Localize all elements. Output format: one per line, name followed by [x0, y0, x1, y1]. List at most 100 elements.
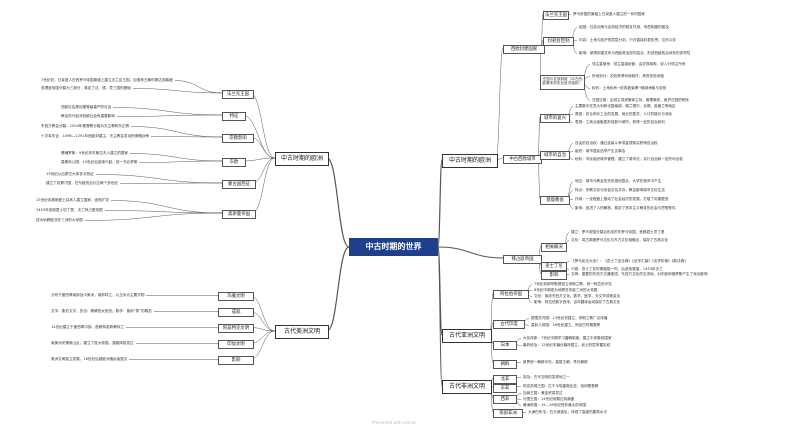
connector-line — [326, 246, 350, 332]
leaf-text[interactable]: 南美洲安第斯山区，建立了庞大帝国，道路网络发达 — [50, 341, 135, 346]
branch-ancient-africa[interactable]: 古代非洲文明 — [442, 380, 492, 394]
leaf-text[interactable]: 马里王国：14世纪前期达到鼎盛 — [522, 397, 576, 402]
leaf-text[interactable]: 阿克苏姆王国：位于今埃塞俄比亚，信仰基督教 — [522, 384, 600, 389]
node-byzantine[interactable]: 拜占庭帝国 — [503, 255, 542, 264]
leaf-text[interactable]: 文化：将古希腊罗马文化与东方文化相融合，保存了古典文化 — [570, 238, 670, 243]
node-west-feudal-states[interactable]: 西欧封建国家 — [503, 45, 545, 54]
leaf-text[interactable]: 建立：罗马帝国分裂后形成的东罗马帝国，首都君士坦丁堡 — [570, 230, 666, 235]
leaf-text[interactable]: 大化改新：7世纪中期学习唐朝制度，建立中央集权国家 — [522, 336, 613, 341]
leaf-text[interactable]: 十字军东征：1096—1291年西欧封建主、天主教会发动的侵略战争 — [40, 134, 151, 139]
leaf-text[interactable]: 自由的自治权：通过武装斗争或金钱赎买获得自治权 — [574, 141, 659, 146]
node-western-cities[interactable]: 中古西欧城市 — [503, 155, 542, 164]
node-religion[interactable]: 宗教影响 — [222, 134, 254, 143]
leaf-text[interactable]: 桑海帝国：15—16世纪西非最大的帝国 — [522, 403, 588, 408]
leaf-text[interactable]: 份地划分：农奴获得份地耕作，承担劳役地租 — [591, 74, 665, 79]
leaf-text[interactable]: 权利：土地私有→农奴被束缚→缴纳地租与劳役 — [591, 86, 668, 91]
node-america-item[interactable]: 印加文明 — [218, 340, 254, 349]
node-japan[interactable]: 日本 — [493, 341, 517, 350]
branch-medieval-europe-left[interactable]: 中古时期的欧洲 — [275, 152, 329, 166]
node-manor-serfdom[interactable]: 庄园与农奴制度（中古西欧基本的农业经济组织） — [540, 75, 585, 90]
branch-ancient-america[interactable]: 古代美洲文明 — [275, 325, 329, 339]
leaf-text[interactable]: 罗马帝国的废墟上日耳曼人建立的一系列国家 — [572, 12, 646, 17]
leaf-text[interactable]: 美洲文明独立发展，16世纪后被欧洲殖民者毁灭 — [50, 357, 129, 362]
leaf-text[interactable]: 影响：使得封建关系与西欧政治密切结合，形成西欧政治体系的多样性 — [578, 51, 692, 56]
leaf-text[interactable]: 1453年攻陷君士坦丁堡，灭亡拜占庭帝国 — [35, 208, 104, 213]
node-america-item[interactable]: 成就 — [218, 308, 254, 317]
leaf-text[interactable]: 查理曼帝国分裂为三部分，奠定了法、德、意三国的基础 — [40, 86, 132, 91]
node-feature[interactable]: 特征 — [222, 112, 246, 121]
node-india[interactable]: 古代印度 — [493, 320, 525, 329]
node-ottoman[interactable]: 奥斯曼帝国 — [222, 210, 256, 219]
node-autonomy[interactable]: 城市的自治 — [540, 151, 570, 160]
node-south-africa[interactable]: 南部非洲 — [493, 409, 523, 418]
leaf-text[interactable]: 权利：市民组织城市管理，建立了城市法，实行自治和一定的司法权 — [574, 157, 684, 162]
leaf-text[interactable]: 特点：宗教文化与世俗文化并存，教会影响城市文化生活 — [574, 188, 666, 193]
leaf-text[interactable]: 7世纪初穆罕默德创立伊斯兰教，统一阿拉伯半岛 — [533, 282, 613, 287]
leaf-text[interactable]: 8世纪中期成为地跨亚非欧三洲的大帝国 — [533, 288, 599, 293]
node-north-africa[interactable]: 北非 — [493, 375, 517, 384]
node-mongol[interactable]: 蒙古国西征 — [222, 180, 256, 189]
center-topic[interactable]: 中古时期的世界 — [349, 238, 438, 256]
node-america-item[interactable]: 阿兹特克文明 — [218, 324, 254, 333]
connector-line — [326, 157, 350, 248]
node-korea[interactable]: 朝鲜 — [493, 360, 517, 369]
node-town-revival[interactable]: 城市的复兴 — [540, 114, 570, 123]
leaf-text[interactable]: 东西方教会分裂：1054年基督教分裂为天主教和东正教 — [40, 124, 131, 129]
leaf-text[interactable]: 德里苏丹国：13世纪初建立，伊斯兰教广泛传播 — [530, 316, 609, 321]
leaf-text[interactable]: 7世纪初，日耳曼人在西罗马帝国废墟上建立法兰克王国，加洛林王朝时期达到鼎盛 — [40, 78, 174, 83]
leaf-text[interactable]: 大津巴布韦：石头城遗址，体现了高度的建筑水平 — [527, 410, 609, 415]
leaf-text[interactable]: 文化：吸收东西方文化，数学、医学、天文学成就突出 — [533, 294, 622, 299]
node-east-europe[interactable]: 东欧 — [222, 158, 246, 167]
leaf-text[interactable]: 庄园法庭：由领主或其管家主持，管理事务，维护庄园的秩序 — [591, 98, 691, 103]
leaf-text[interactable]: 主要集中在意大利和法国南部、佛兰德尔、北德、英格兰等地区 — [574, 104, 677, 109]
leaf-text[interactable]: 13世纪以后蒙古大军多次西征 — [45, 172, 95, 177]
leaf-text[interactable]: 教会的兴起对西欧社会有重要影响 — [60, 114, 116, 119]
leaf-text[interactable]: 《罗马民法大全》：《查士丁尼法典》《法学汇纂》《法学阶梯》《新法典》 — [570, 259, 689, 264]
leaf-text[interactable]: 领主直营地：领主直接经营，由农奴耕种，收入归领主所有 — [591, 62, 687, 67]
leaf-text[interactable]: 起因：社会动荡与自然经济的相互作用、采邑制度的普及 — [578, 25, 670, 30]
connector-line — [241, 114, 276, 159]
leaf-text[interactable]: 加纳王国：黄金贸易发达 — [522, 391, 564, 396]
leaf-text[interactable]: 分布于墨西哥南部及中美洲，城邦林立，以玉米为主要作物 — [50, 293, 146, 298]
node-america-item[interactable]: 影响 — [218, 356, 254, 365]
leaf-text[interactable]: 兴衰：查士丁尼时期盛极一时，后逐渐衰落，1453年灭亡 — [570, 267, 664, 272]
node-arab[interactable]: 阿拉伯帝国 — [493, 290, 529, 299]
leaf-text[interactable]: 内容：土地与庇护的层层分封，只对直接封君负责，互尽义务 — [578, 38, 678, 43]
leaf-text[interactable]: 基辅罗斯：9世纪末东斯拉夫人建立的国家 — [60, 151, 129, 156]
leaf-text[interactable]: 原因：农业和手工业的发展、商业的复苏、人口的增长与流动 — [574, 112, 674, 117]
leaf-text[interactable]: 表现：工商业者聚居形成新兴城市，获得一定的自治权利 — [574, 120, 666, 125]
leaf-text[interactable]: 影响：促进了人的解放，奠定了资本主义萌芽的社会与思想条件 — [574, 206, 677, 211]
leaf-text[interactable]: 文字：象形文字；历法：精确的太阳历；数学：使用“零”的概念 — [50, 309, 153, 314]
leaf-text[interactable]: 文明：重要的东西方交通枢纽，东西方文化的交流地，对东欧和俄罗斯产生了深远影响 — [570, 272, 709, 277]
node-frankish-kingdom[interactable]: 法兰克王国 — [222, 90, 254, 99]
leaf-text[interactable]: 14世纪建立于墨西哥中部，首都特诺奇蒂特兰 — [50, 325, 125, 330]
leaf-text[interactable]: 成为地跨欧亚非三洲的大帝国 — [35, 218, 84, 223]
connector-line — [104, 210, 223, 214]
node-feudal-system[interactable]: 封君封臣制 — [543, 37, 574, 46]
branch-medieval-europe[interactable]: 中古时期的欧洲 — [442, 154, 498, 168]
node-justinian[interactable]: 查士丁尼 — [541, 262, 567, 271]
leaf-text[interactable]: 莫斯科公国：14世纪后逐渐兴起，统一东北罗斯 — [60, 160, 139, 165]
connector-line — [537, 157, 541, 200]
leaf-text[interactable]: 13世纪末奥斯曼土耳其人建立国家，逐渐扩张 — [35, 198, 110, 203]
leaf-text[interactable]: 莫卧儿帝国：16世纪建立，阿克巴时期繁荣 — [530, 323, 602, 328]
leaf-text[interactable]: 建立了钦察汗国，在东欧统治长达两个多世纪 — [45, 181, 119, 186]
node-frankish[interactable]: 法兰克王国 — [543, 11, 569, 20]
connector-line — [95, 174, 223, 184]
leaf-text[interactable]: 埃及：古代文明的发祥地之一 — [522, 375, 571, 380]
leaf-text[interactable]: 影响：阿拉伯数字西传，百年翻译运动保存了古典文化 — [533, 300, 622, 305]
leaf-text[interactable]: 幕府统治：12世纪末镰仓幕府建立，武士阶层掌握实权 — [522, 343, 612, 348]
leaf-text[interactable]: 新罗统一朝鲜半岛，高丽王朝，李氏朝鲜 — [522, 360, 589, 365]
node-church[interactable]: 基督教会 — [540, 196, 570, 205]
node-byz-intro[interactable]: 相关概况 — [541, 243, 567, 252]
node-america-item[interactable]: 玛雅文明 — [218, 292, 254, 301]
node-west-africa[interactable]: 西非 — [493, 395, 517, 404]
node-byz-influence[interactable]: 影响 — [541, 271, 567, 280]
leaf-text[interactable]: 作用：一定程度上推动了社会经济的发展，打破了封建壁垒 — [574, 197, 670, 202]
leaf-text[interactable]: 地位：城市与教会的关系错综复杂，大学在城市中产生 — [574, 179, 663, 184]
leaf-text[interactable]: 西欧社会是封建等级森严的社会 — [60, 105, 113, 110]
connector-line — [84, 212, 223, 221]
node-east-africa[interactable]: 东非 — [493, 384, 517, 393]
leaf-text[interactable]: 组织：城市居民选举产生议事会 — [574, 149, 627, 154]
branch-ancient-asia[interactable]: 古代亚洲文明 — [442, 329, 492, 343]
